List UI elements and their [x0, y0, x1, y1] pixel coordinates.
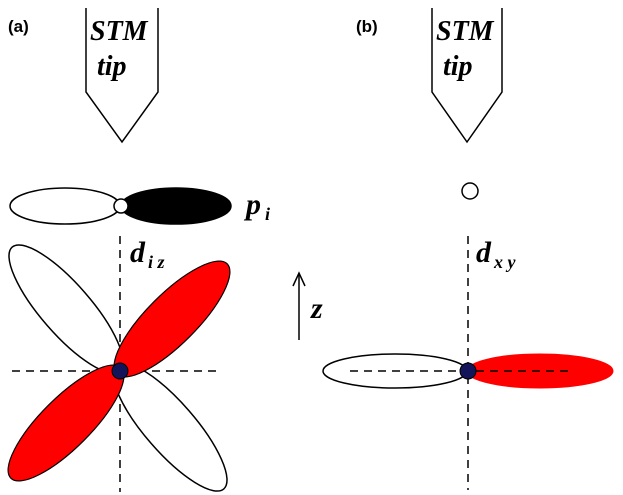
- d-xy-orbital: [322, 236, 614, 490]
- z-axis-label: z: [310, 292, 323, 325]
- panel-a-label: (a): [8, 17, 29, 36]
- z-axis-arrow: [292, 271, 306, 340]
- tip-b-line1: STM: [436, 16, 495, 47]
- stm-tip-a: STM tip: [85, 8, 159, 144]
- atom-a: [111, 362, 129, 380]
- panel-b-label: (b): [356, 17, 378, 36]
- tip-a-line1: STM: [90, 16, 149, 47]
- tip-atom-b: [461, 182, 479, 200]
- tip-b-line2: tip: [443, 51, 473, 82]
- stm-tip-b: STM tip: [431, 8, 503, 144]
- tip-a-line2: tip: [97, 51, 127, 82]
- d-iz-orbital: [7, 236, 231, 492]
- p-lobe-black: [120, 187, 232, 225]
- atom-b: [459, 362, 477, 380]
- tip-atom-a: [113, 198, 129, 214]
- p-orbital-a: [9, 187, 232, 225]
- p-lobe-white: [9, 187, 121, 225]
